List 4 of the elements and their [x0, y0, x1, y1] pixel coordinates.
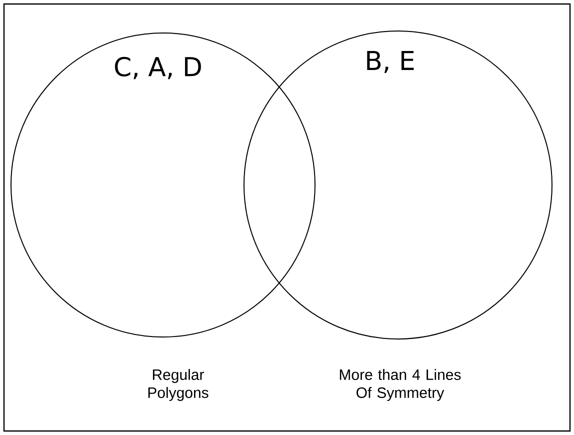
set-label: Regular Polygons	[148, 369, 208, 401]
handwritten-letters: B, E	[367, 51, 414, 73]
handwritten-letters: C, A, D	[114, 56, 201, 80]
set-label: More than 4 Lines Of Symmetry	[340, 369, 461, 401]
